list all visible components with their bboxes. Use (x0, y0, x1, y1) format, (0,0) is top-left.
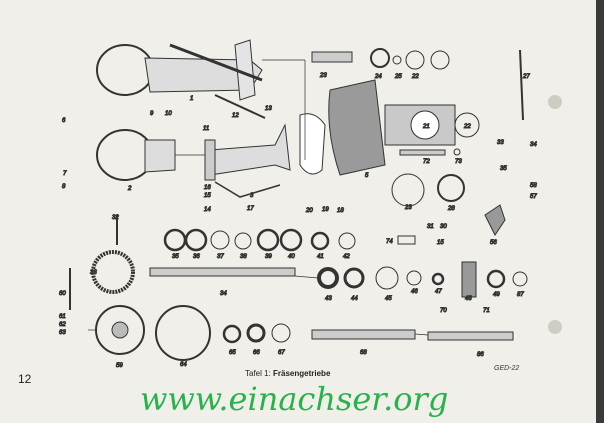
part-label: 24 (374, 74, 382, 80)
part-label: 58 (530, 183, 537, 189)
part-label: 59 (116, 363, 123, 369)
scan-edge (596, 0, 604, 423)
part-label: 71 (483, 308, 490, 314)
punch-hole (548, 95, 562, 109)
part-label: 16 (204, 185, 211, 191)
part-label: 9 (150, 111, 154, 117)
part-label: 32 (112, 215, 119, 221)
part-label: 35 (500, 166, 507, 172)
part-label: 56 (490, 240, 497, 246)
part-label: 8 (62, 184, 66, 190)
watermark: www.einachser.org (140, 380, 449, 418)
part-label: 86 (477, 352, 484, 358)
part-label: 73 (455, 159, 462, 165)
part-label: 25 (394, 74, 402, 80)
part-label: 45 (385, 296, 392, 302)
part-label: 36 (193, 254, 200, 260)
part-label: 6 (62, 118, 66, 124)
part-label: 41 (317, 254, 324, 260)
part-label: 20 (305, 208, 313, 214)
part-label: 3 (250, 193, 254, 199)
part-label: 1 (190, 96, 193, 102)
part-label: 72 (423, 159, 430, 165)
part-label: 44 (351, 296, 358, 302)
part-label: 5 (365, 173, 369, 179)
part-label: 17 (247, 206, 254, 212)
part-label: 10 (165, 111, 172, 117)
part-label: 22 (411, 74, 419, 80)
part-label: 23 (404, 205, 412, 211)
part-label: 23 (319, 73, 327, 79)
part-label: 68 (360, 350, 367, 356)
part-label: 60 (59, 291, 66, 297)
part-label: 66 (253, 350, 260, 356)
part-label: 34 (530, 142, 537, 148)
caption-title: Fräsengetriebe (273, 369, 331, 378)
part-label: 19 (322, 207, 329, 213)
part-label: 49 (493, 292, 500, 298)
part-label: 61 (59, 314, 66, 320)
part-label: 67 (278, 350, 285, 356)
part-labels: 1 2 3 5 6 7 8 9 10 11 12 13 14 15 16 17 … (59, 73, 538, 370)
part-label: 22 (463, 124, 471, 130)
part-label: 28 (447, 206, 455, 212)
part-label: 35 (172, 254, 179, 260)
part-label: 18 (337, 208, 344, 214)
caption-prefix: Tafel 1: (245, 369, 271, 378)
part-label: 37 (217, 254, 224, 260)
part-label: 33 (497, 140, 504, 146)
part-label: 2 (127, 186, 132, 192)
part-label: 63 (59, 330, 66, 336)
part-label: 65 (229, 350, 236, 356)
part-label: 13 (265, 106, 272, 112)
punch-hole (548, 320, 562, 334)
part-label: 12 (232, 113, 239, 119)
drawing-code: GED-22 (494, 365, 520, 372)
part-label: 27 (522, 74, 530, 80)
part-label: 57 (530, 194, 537, 200)
part-label: 7 (63, 171, 67, 177)
part-label: 64 (180, 362, 187, 368)
part-label: 46 (411, 289, 418, 295)
page-number: 12 (18, 372, 32, 386)
leader-lines (88, 59, 429, 336)
part-label: 43 (325, 296, 332, 302)
part-label: 30 (440, 224, 447, 230)
part-label: 14 (204, 207, 211, 213)
shafts (69, 49, 524, 341)
part-label: 21 (422, 124, 430, 130)
part-label: 48 (465, 296, 472, 302)
housings (96, 39, 480, 198)
part-label: 42 (343, 254, 350, 260)
part-label: 15 (204, 193, 211, 199)
part-label: 87 (517, 292, 524, 298)
part-label: 47 (435, 289, 442, 295)
part-label: 33 (90, 270, 97, 276)
part-label: 38 (240, 254, 247, 260)
part-label: 40 (288, 254, 295, 260)
gears-and-rings (91, 48, 528, 361)
part-label: 11 (203, 126, 209, 132)
part-label: 74 (386, 239, 393, 245)
part-label: 31 (427, 224, 434, 230)
part-label: 39 (265, 254, 272, 260)
part-label: 70 (440, 308, 447, 314)
part-label: 62 (59, 322, 66, 328)
figure-caption: Tafel 1: Fräsengetriebe (245, 369, 330, 378)
part-label: 34 (220, 291, 227, 297)
part-label: 15 (437, 240, 444, 246)
